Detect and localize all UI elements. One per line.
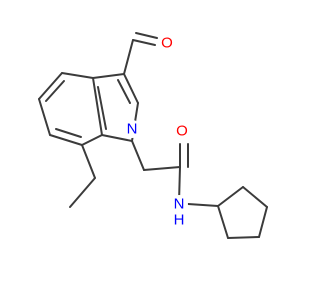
bond-ch2-carbonyl	[143, 166, 181, 171]
bond-c3-c3a	[92, 73, 125, 79]
atom-label-aldehyde-o: O	[161, 35, 173, 52]
atom-label-amide-h: H	[174, 212, 185, 229]
atom-label-amide-n: N	[174, 196, 185, 213]
bond-aldehyde-c-o-2	[135, 32, 158, 39]
bond-c6-c7	[49, 134, 83, 146]
label-mask-amide-h	[172, 213, 186, 227]
structure-canvas: O N O N H	[38, 32, 268, 239]
bond-n-cyclopentyl	[187, 203, 219, 207]
bond-c3-c2	[123, 73, 139, 104]
bond-c4-c5	[38, 72, 63, 100]
bond-aldehyde-c-ring	[123, 39, 134, 75]
label-mask-indole-n	[123, 120, 141, 138]
atom-label-amide-o: O	[176, 123, 188, 140]
bond-c3-c2-inner	[117, 79, 131, 104]
bond-c3a-c7a-inner	[97, 86, 107, 130]
bond-cp-5	[217, 205, 229, 239]
atom-label-indole-n: N	[127, 121, 138, 138]
bond-cp-3	[258, 206, 268, 238]
label-mask-aldehyde-o	[158, 34, 176, 52]
bond-ethyl-ch2-ch3	[69, 177, 96, 208]
bond-n1-c7a	[101, 134, 133, 142]
bond-cp-1	[217, 186, 244, 207]
label-mask-amide-n	[170, 195, 188, 213]
bond-c5-c6	[38, 98, 51, 136]
bond-c4-c5-inner	[45, 80, 65, 102]
bond-c6-c7-inner	[55, 128, 82, 138]
bond-aldehyde-c-o-1	[132, 39, 156, 46]
bond-c7-c7a	[81, 134, 103, 146]
bond-cp-2	[242, 186, 268, 208]
bond-c3a-c4	[61, 72, 94, 79]
bond-n1-ch2	[131, 140, 145, 171]
label-mask-amide-o	[173, 122, 191, 140]
bond-c3a-c7a	[92, 77, 103, 136]
molecule-structure: O N O N H	[38, 32, 268, 239]
bond-c7-ethyl-ch2	[81, 144, 96, 179]
bond-cp-4	[227, 236, 260, 239]
